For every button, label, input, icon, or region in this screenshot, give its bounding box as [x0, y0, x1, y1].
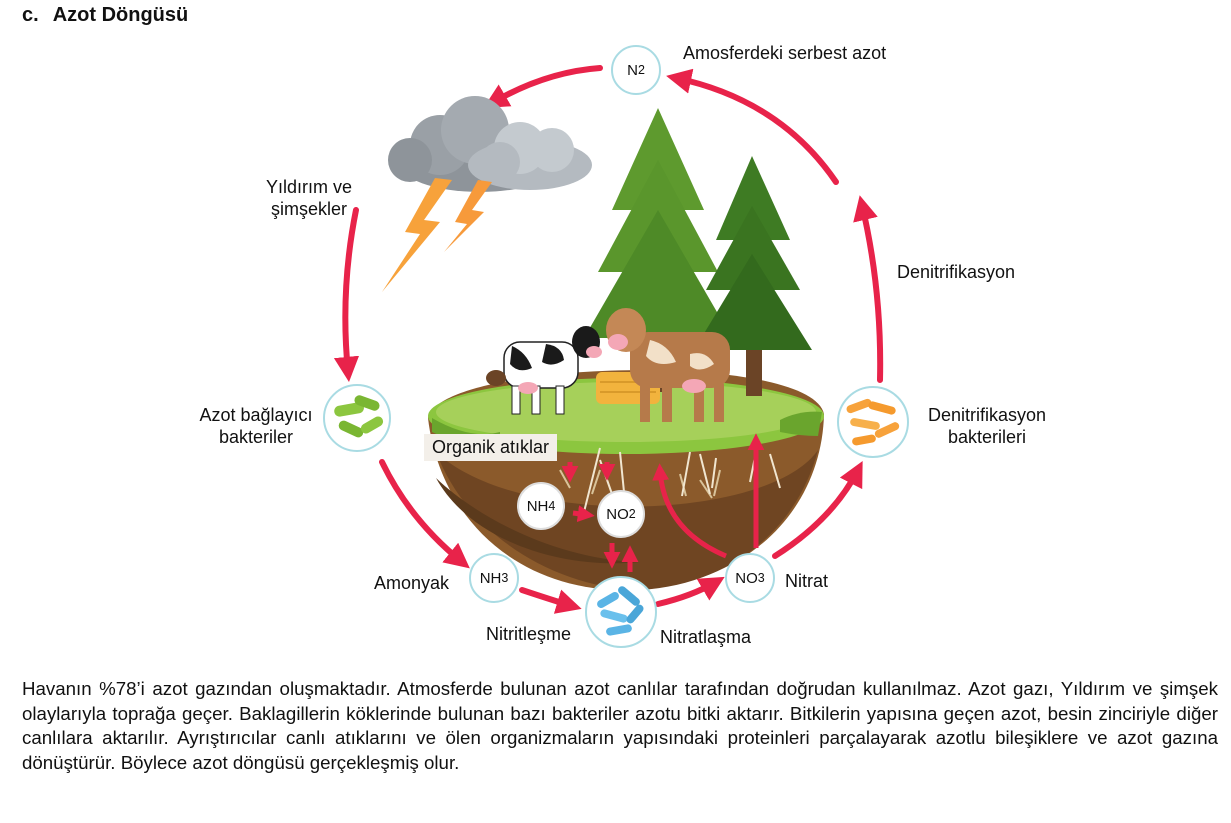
label-nitrification2: Nitratlaşma: [660, 627, 752, 647]
label-atmosphere: Amosferdeki serbest azot: [683, 43, 887, 63]
label-fixing-line2: bakteriler: [218, 427, 294, 447]
nh3-base: NH: [479, 569, 502, 587]
no3-base: NO: [735, 569, 758, 587]
tree-icon: [584, 108, 812, 396]
lightning-icon: [382, 178, 492, 292]
section-number: c.: [22, 4, 39, 26]
nitrifying-bacteria-icon: [585, 576, 657, 648]
label-organic-waste: Organik atıklar: [424, 434, 558, 461]
denitrifying-bacteria-icon: [837, 386, 909, 458]
arrow-nh3-to-bacteria: [519, 587, 582, 614]
no2-base: NO: [606, 505, 629, 523]
n2-base: N: [627, 61, 638, 79]
label-denitrification: Denitrifikasyon: [897, 262, 1016, 282]
explanation-paragraph: Havanın %78’i azot gazından oluşmaktadır…: [22, 678, 1218, 773]
nh4-base: NH: [526, 497, 549, 515]
soil-arrows: [561, 433, 765, 572]
arrow-n2-to-clouds: [483, 65, 603, 109]
arrow-to-n2: [666, 68, 839, 185]
label-ammonia: Amonyak: [374, 573, 450, 593]
cloud-icon: [388, 96, 592, 192]
label-lightning-line2: şimşekler: [270, 199, 347, 219]
nitrogen-cycle-diagram: [323, 65, 909, 648]
n2-sub: 2: [637, 63, 645, 77]
no3-sub: 3: [757, 571, 765, 585]
label-denitrifying-bacteria: Denitrifikasyon bakterileri: [912, 404, 1062, 448]
cow-icon: [486, 326, 602, 415]
label-fixing-bacteria: Azot bağlayıcı bakteriler: [186, 404, 326, 448]
label-nitrification1: Nitritleşme: [486, 624, 572, 644]
label-fixing-line1: Azot bağlayıcı: [199, 405, 313, 425]
label-denitrifying-line1: Denitrifikasyon: [927, 405, 1047, 425]
arrow-lightning-to-fixing: [333, 207, 360, 383]
cycle-arrows: [333, 65, 884, 614]
arrow-denitrifying-to-denitrification: [853, 195, 884, 383]
arrow-nh4-to-no2: [572, 505, 595, 523]
fixing-bacteria-icon: [323, 384, 391, 452]
no2-sub: 2: [628, 507, 636, 521]
nh3-sub: 3: [501, 571, 509, 585]
arrow-fixing-to-nh3: [379, 459, 470, 569]
arrow-no3-to-roots: [652, 463, 727, 559]
arrow-bacteria-to-no3: [655, 576, 725, 607]
arrow-no3-to-denitrifying: [772, 461, 863, 559]
label-denitrifying-line2: bakterileri: [947, 427, 1027, 447]
label-lightning: Yıldırım ve şimşekler: [250, 176, 368, 220]
section-title: Azot Döngüsü: [52, 4, 189, 26]
label-nitrate: Nitrat: [785, 571, 829, 591]
label-lightning-line1: Yıldırım ve: [265, 177, 353, 197]
cow-icon: [606, 308, 730, 422]
section-heading: c. Azot Döngüsü: [22, 4, 188, 27]
nh4-sub: 4: [548, 499, 556, 513]
